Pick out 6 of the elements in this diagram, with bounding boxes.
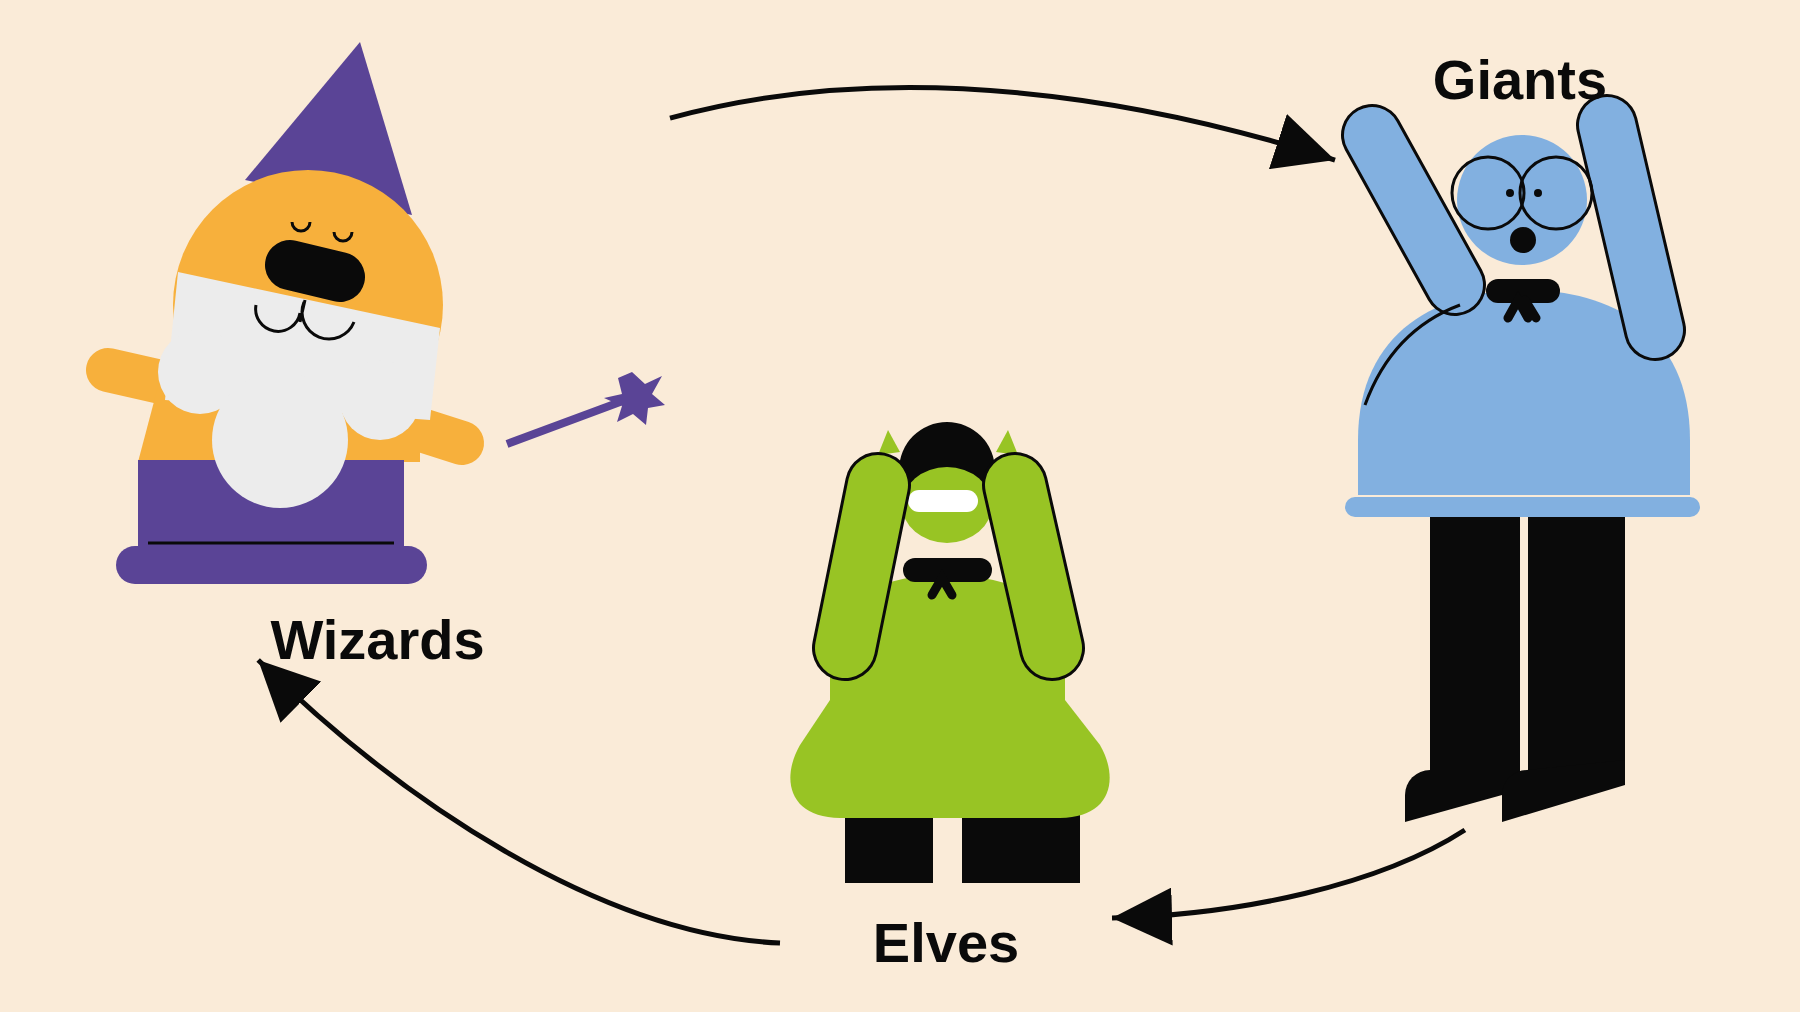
character-label: Elves (871, 915, 1021, 971)
arrow (669, 85, 1336, 171)
character-label: Giants (1431, 52, 1609, 108)
arrow (1111, 827, 1467, 945)
arrow (256, 658, 781, 946)
character-label: Wizards (269, 612, 486, 668)
